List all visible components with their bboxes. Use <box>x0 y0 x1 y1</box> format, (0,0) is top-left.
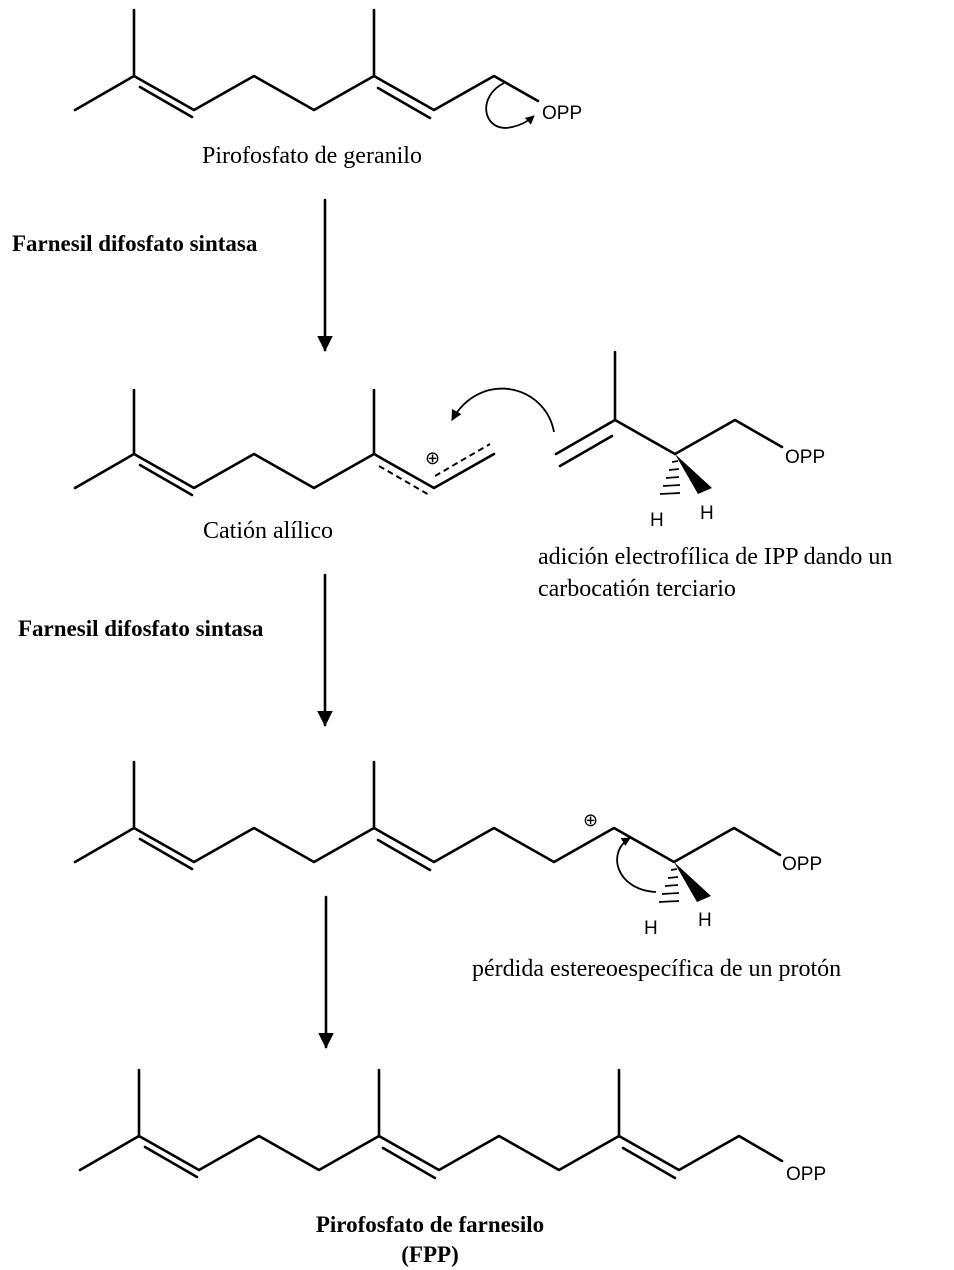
label-enzyme-1: Farnesil difosfato sintasa <box>12 231 258 256</box>
label-addition-line2: carbocatión terciario <box>538 576 736 602</box>
tertiary-carbocation-structure: ⊕ OPP H H <box>73 760 822 939</box>
atom-opp: OPP <box>786 1164 826 1185</box>
atom-h: H <box>698 910 712 931</box>
atom-h: H <box>650 510 664 531</box>
cation-charge-2: ⊕ <box>583 810 598 830</box>
atom-h: H <box>644 918 658 939</box>
atom-h: H <box>700 503 714 524</box>
farnesyl-pyrophosphate-structure: OPP <box>78 1068 826 1185</box>
label-product-abbrev: (FPP) <box>401 1242 458 1267</box>
atom-opp: OPP <box>542 103 582 124</box>
wedge-bond-ipp <box>675 454 712 494</box>
label-enzyme-2: Farnesil difosfato sintasa <box>18 616 264 641</box>
label-allylic-cation: Catión alílico <box>203 518 333 544</box>
curved-arrow-deprotonation <box>616 837 657 893</box>
ipp-structure: OPP H H <box>451 350 825 531</box>
allylic-cation-structure: ⊕ <box>73 388 496 497</box>
atom-opp: OPP <box>782 854 822 875</box>
cation-charge-1: ⊕ <box>425 448 440 468</box>
label-proton-loss: pérdida estereoespecífica de un protón <box>472 956 841 982</box>
label-addition-line1: adición electrofílica de IPP dando un <box>538 544 892 570</box>
curved-arrow-ionization <box>485 82 535 129</box>
geranyl-pyrophosphate-structure: OPP <box>73 8 582 129</box>
label-product-name: Pirofosfato de farnesilo <box>316 1212 544 1237</box>
atom-opp: OPP <box>785 447 825 468</box>
label-geranyl: Pirofosfato de geranilo <box>202 143 422 169</box>
wedge-bond-carbocation <box>674 862 711 902</box>
curved-arrow-addition <box>451 387 555 433</box>
